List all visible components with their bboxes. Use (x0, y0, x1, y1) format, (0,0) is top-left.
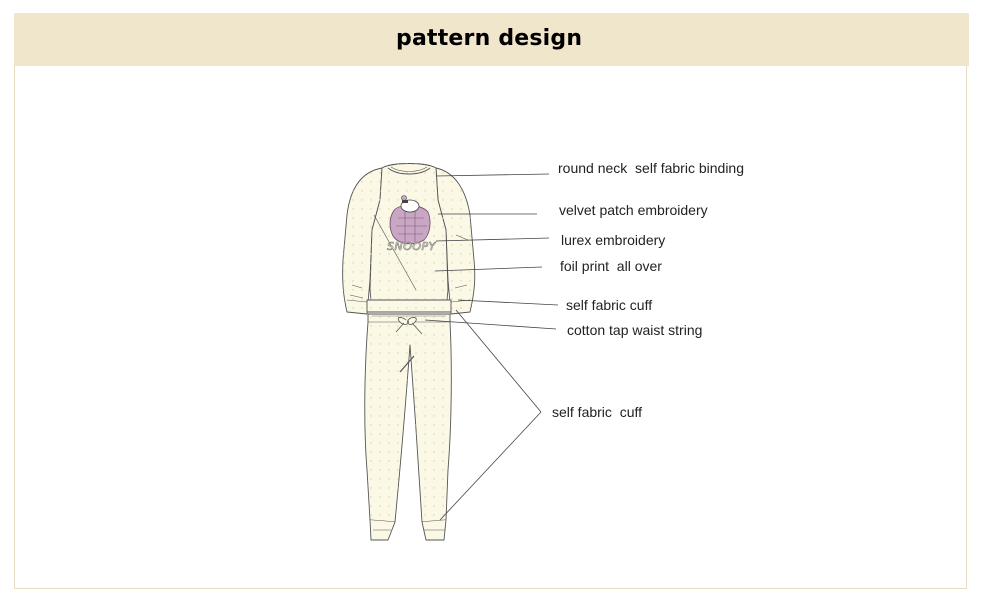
leader-lines (424, 173, 559, 521)
header-bar (14, 13, 969, 66)
callout-pant-cuff: self fabric cuff (552, 404, 643, 420)
chest-print-text: SNOOPY (387, 240, 437, 253)
callout-waist-string: cotton tap waist string (567, 322, 703, 338)
content-frame (14, 13, 967, 589)
waist-string (397, 317, 417, 325)
callout-foil-print: foil print all over (560, 258, 662, 274)
callout-velvet-patch: velvet patch embroidery (559, 202, 708, 218)
callout-round-neck: round neck self fabric binding (558, 160, 744, 176)
page-title: pattern design (396, 26, 583, 51)
patch-embroidery (389, 195, 431, 245)
pants (364, 313, 452, 541)
neckline (387, 167, 431, 175)
callout-lurex: lurex embroidery (561, 232, 666, 248)
callout-sleeve-cuff: self fabric cuff (566, 297, 653, 313)
sweatshirt (342, 163, 476, 315)
